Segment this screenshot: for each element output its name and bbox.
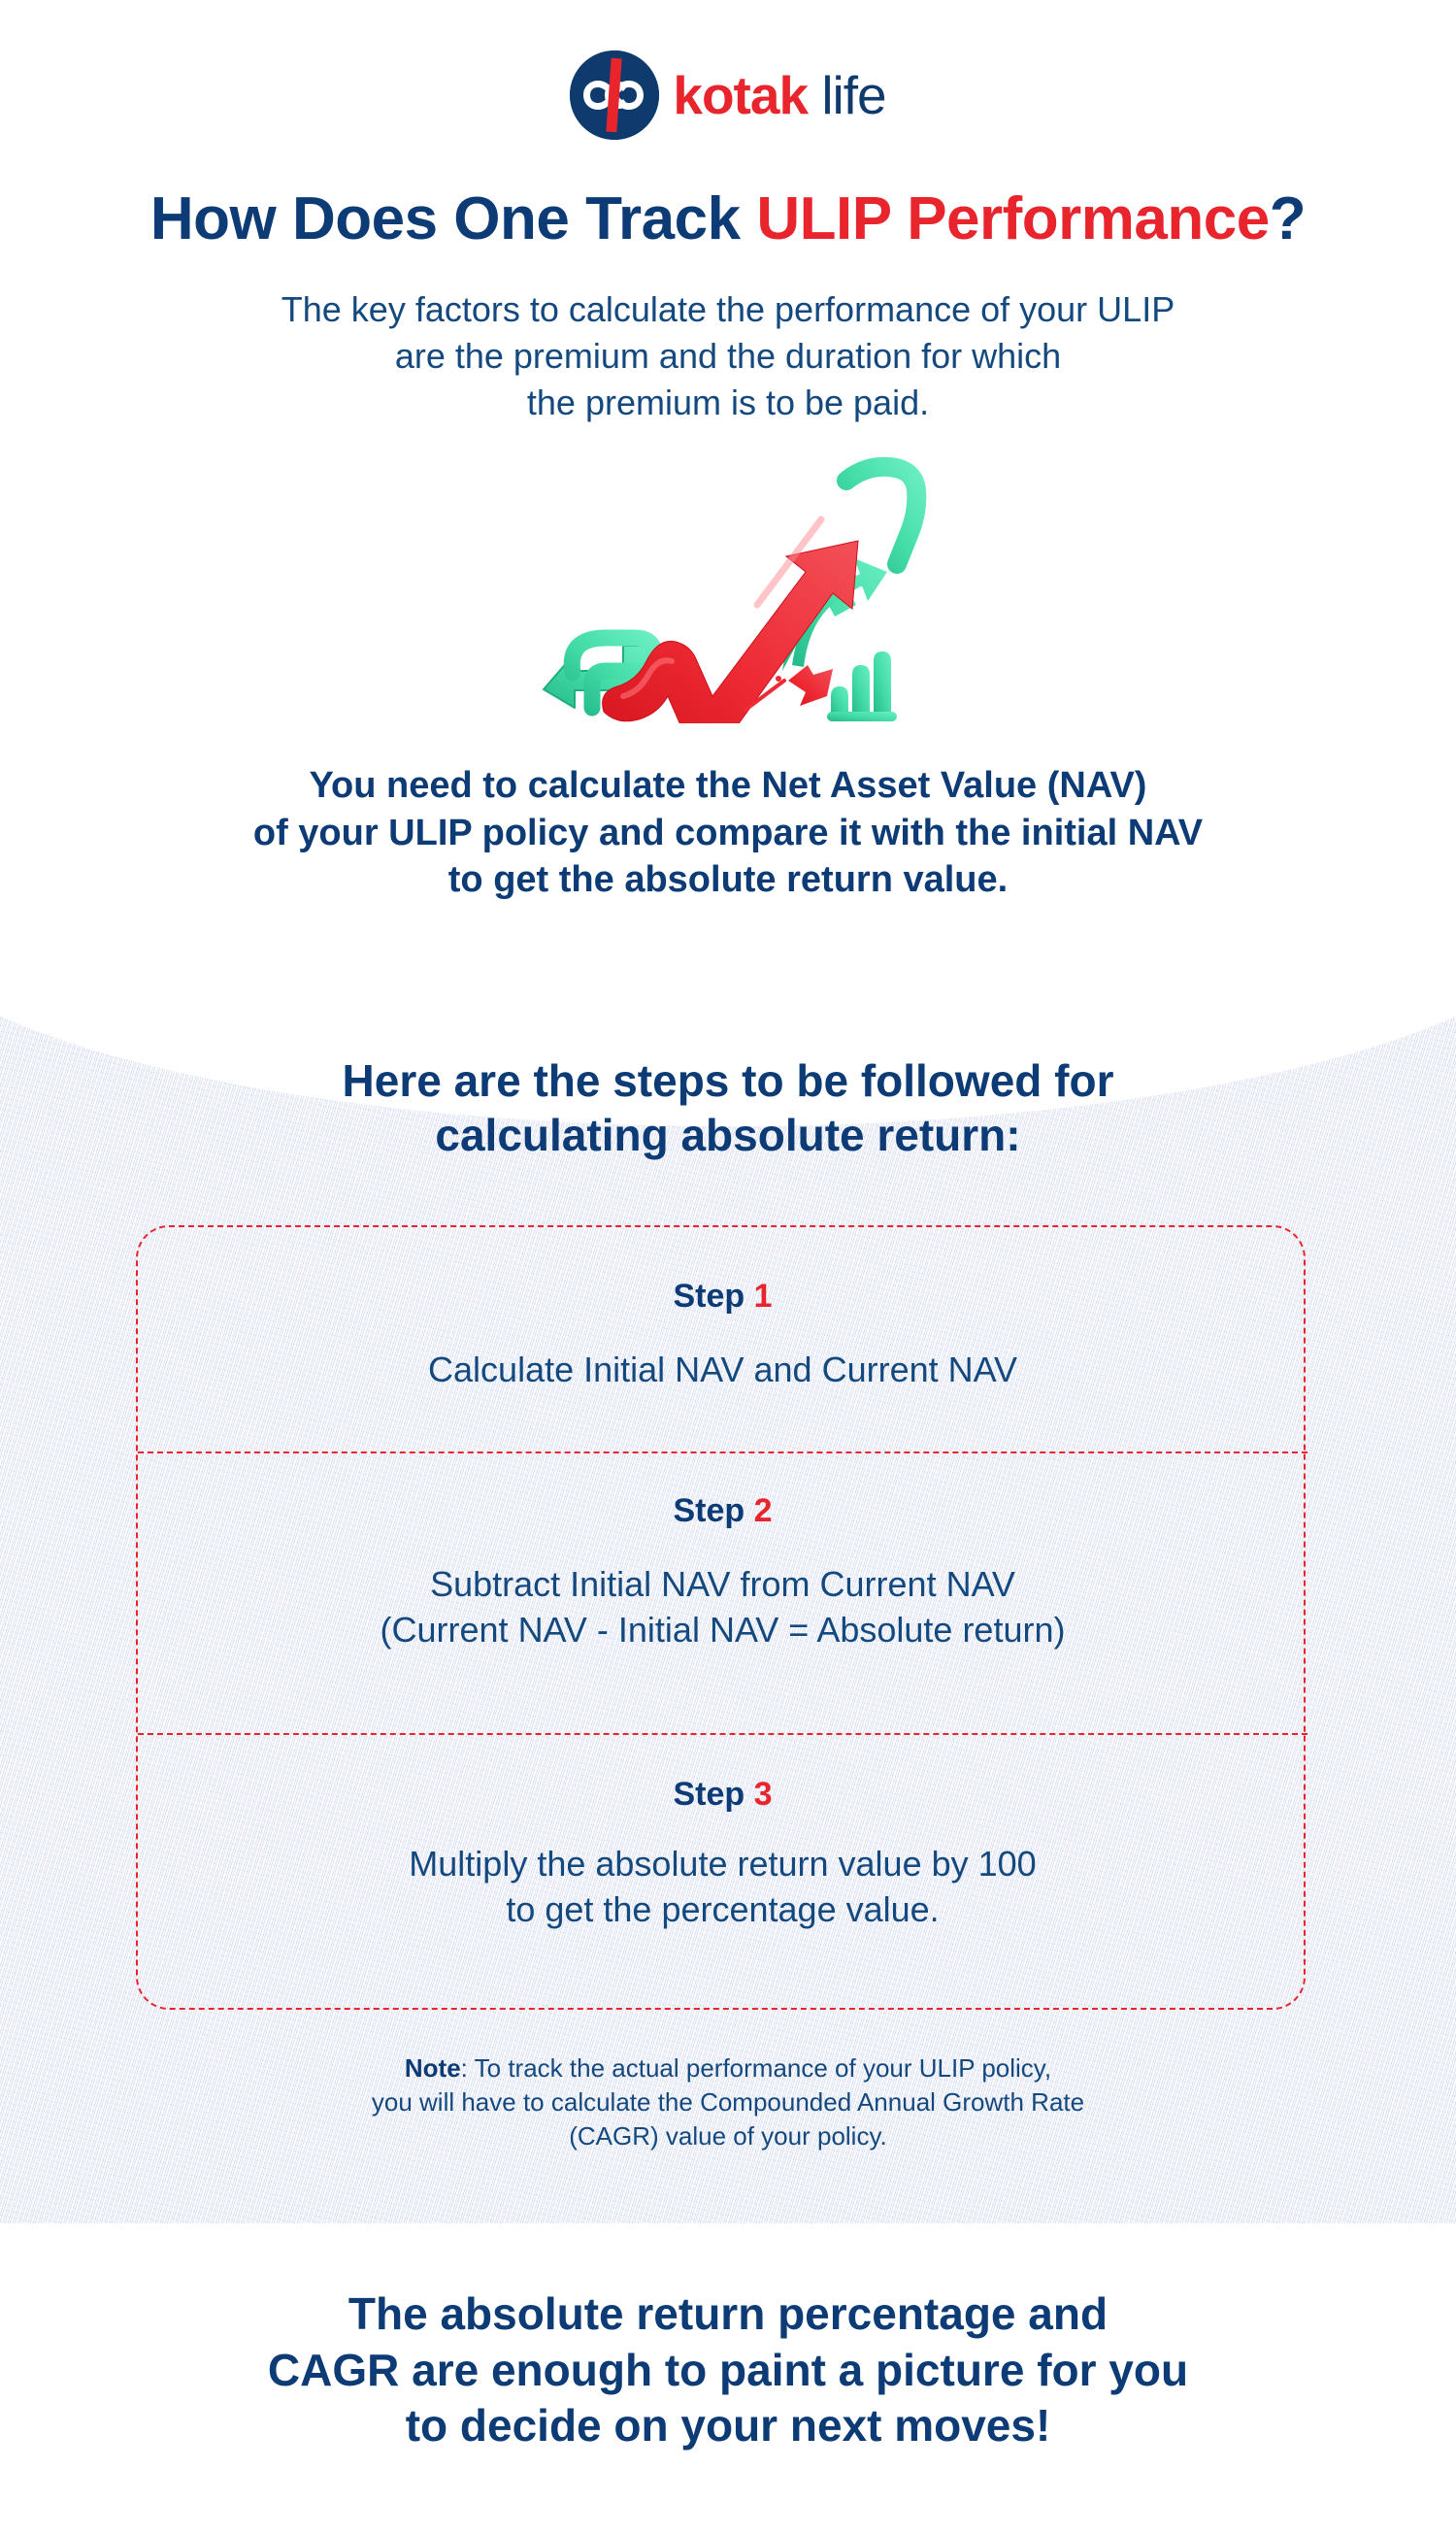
headline-part-3: ? (1269, 185, 1307, 252)
note-prefix: Note (404, 2053, 461, 2083)
step-3-label-word: Step (673, 1776, 745, 1813)
nav-statement-text: You need to calculate the Net Asset Valu… (97, 762, 1359, 904)
subheading-text: The key factors to calculate the perform… (146, 286, 1310, 426)
brand-name-primary: kotak (673, 64, 809, 125)
step-2-label: Step 2 (138, 1494, 1307, 1527)
nav-statement-line-3: to get the absolute return value. (447, 859, 1009, 901)
headline-part-1: How Does One Track (149, 185, 757, 252)
step-1-number: 1 (753, 1278, 773, 1315)
step-3-line-2: to get the percentage value. (506, 1888, 940, 1929)
step-2-line-1: Subtract Initial NAV from Current NAV (430, 1564, 1015, 1604)
note-line-2: you will have to calculate the Compounde… (371, 2087, 1085, 2118)
upward-growth-arrow-chart-icon (514, 442, 932, 748)
step-item-1: Step 1 Calculate Initial NAV and Current… (138, 1227, 1307, 1453)
subheading-line-3: the premium is to be paid. (526, 382, 930, 422)
note-line-3: (CAGR) value of your policy. (569, 2121, 887, 2151)
step-1-label: Step 1 (138, 1280, 1307, 1313)
subheading-line-2: are the premium and the duration for whi… (394, 335, 1062, 376)
conclusion-line-2: CAGR are enough to paint a picture for y… (267, 2344, 1189, 2395)
headline-highlight: ULIP Performance (756, 185, 1270, 252)
step-item-3: Step 3 Multiply the absolute return valu… (138, 1735, 1307, 2012)
nav-statement-line-1: You need to calculate the Net Asset Valu… (309, 765, 1147, 806)
step-1-label-word: Step (673, 1278, 745, 1315)
step-1-description: Calculate Initial NAV and Current NAV (138, 1348, 1307, 1393)
step-2-description: Subtract Initial NAV from Current NAV (C… (138, 1562, 1307, 1653)
textured-background-band (0, 922, 1456, 2223)
brand-name-secondary: life (821, 64, 886, 125)
kotak-infinity-logo-icon (570, 50, 660, 140)
note-text: Note: To track the actual performance of… (175, 2051, 1281, 2153)
note-line-1: Note: To track the actual performance of… (175, 2051, 1281, 2085)
conclusion-line-3: to decide on your next moves! (405, 2400, 1051, 2451)
step-2-label-word: Step (673, 1492, 745, 1529)
steps-container: Step 1 Calculate Initial NAV and Current… (136, 1225, 1307, 2012)
brand-logo: kotak life (0, 50, 1456, 140)
steps-heading-line-2: calculating absolute return: (435, 1110, 1021, 1161)
step-3-label: Step 3 (138, 1778, 1307, 1811)
step-2-line-2: (Current NAV - Initial NAV = Absolute re… (380, 1609, 1066, 1650)
step-3-number: 3 (753, 1776, 773, 1813)
step-item-2: Step 2 Subtract Initial NAV from Current… (138, 1453, 1307, 1735)
subheading-line-1: The key factors to calculate the perform… (281, 289, 1175, 329)
conclusion-line-1: The absolute return percentage and (347, 2288, 1109, 2339)
page-title: How Does One Track ULIP Performance? (0, 185, 1456, 252)
step-2-number: 2 (753, 1492, 773, 1529)
nav-statement-line-2: of your ULIP policy and compare it with … (252, 812, 1204, 853)
step-1-line-1: Calculate Initial NAV and Current NAV (428, 1350, 1017, 1389)
step-3-line-1: Multiply the absolute return value by 10… (409, 1844, 1037, 1884)
steps-heading-line-1: Here are the steps to be followed for (342, 1055, 1114, 1106)
conclusion-text: The absolute return percentage and CAGR … (87, 2286, 1369, 2454)
step-3-description: Multiply the absolute return value by 10… (138, 1842, 1307, 1933)
steps-section-heading: Here are the steps to be followed for ca… (146, 1053, 1310, 1162)
note-line-1-rest: : To track the actual performance of you… (460, 2053, 1052, 2083)
